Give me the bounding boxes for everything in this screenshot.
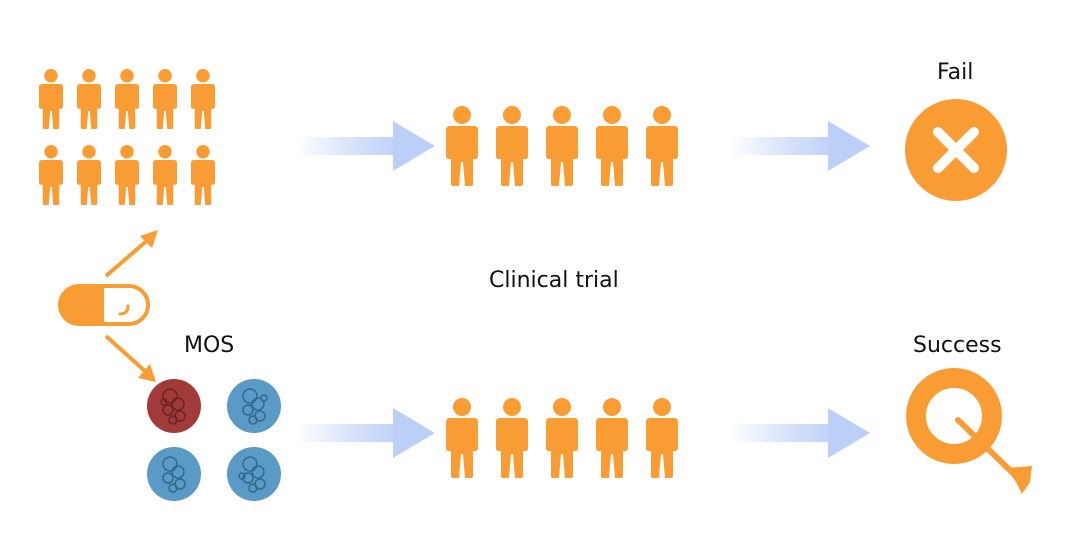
organoid-icon <box>227 379 281 433</box>
arrow-right-icon <box>295 121 435 171</box>
trial-group-bottom <box>442 397 687 479</box>
person-icon <box>112 144 142 206</box>
pill-icon <box>58 284 150 326</box>
person-icon <box>492 105 532 187</box>
arrow-right-icon <box>730 121 870 171</box>
arrow-down-right-icon <box>104 334 156 382</box>
person-icon <box>442 105 482 187</box>
person-icon <box>642 397 682 479</box>
person-icon <box>492 397 532 479</box>
person-icon <box>642 105 682 187</box>
x-circle-icon <box>905 99 1007 201</box>
person-icon <box>36 68 66 130</box>
person-icon <box>150 144 180 206</box>
person-icon <box>542 397 582 479</box>
initial-population-group <box>36 68 221 208</box>
organoid-icon <box>227 447 281 501</box>
person-icon <box>592 105 632 187</box>
clinical-trial-label: Clinical trial <box>489 268 619 293</box>
mos-label: MOS <box>184 333 235 358</box>
person-icon <box>542 105 582 187</box>
organoid-icon <box>147 379 201 433</box>
arrow-up-right-icon <box>104 230 158 278</box>
person-icon <box>150 68 180 130</box>
person-icon <box>36 144 66 206</box>
fail-label: Fail <box>937 60 974 85</box>
person-icon <box>74 68 104 130</box>
organoid-icon <box>147 447 201 501</box>
success-label: Success <box>913 333 1002 358</box>
person-icon <box>442 397 482 479</box>
trial-group-top <box>442 105 687 187</box>
person-icon <box>592 397 632 479</box>
person-icon <box>112 68 142 130</box>
arrow-right-icon <box>295 408 435 458</box>
arrow-right-icon <box>730 408 870 458</box>
target-arrow-icon <box>906 368 1032 494</box>
person-icon <box>74 144 104 206</box>
person-icon <box>188 68 218 130</box>
person-icon <box>188 144 218 206</box>
